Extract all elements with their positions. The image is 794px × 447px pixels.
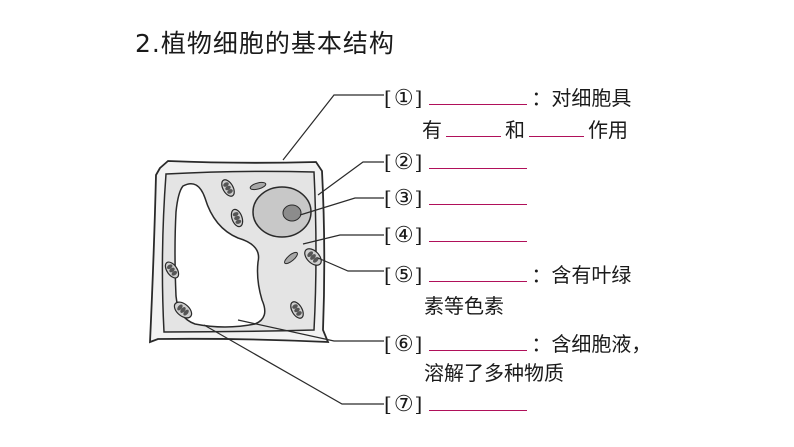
bracket-close: ] bbox=[414, 392, 424, 416]
label-3: [③] bbox=[384, 186, 528, 211]
answer-blank[interactable] bbox=[429, 349, 528, 351]
answer-blank[interactable] bbox=[429, 409, 528, 411]
bracket-close: ] bbox=[414, 263, 424, 287]
text-zuoyong: 作用 bbox=[588, 118, 628, 142]
label-number: ⑥ bbox=[393, 332, 414, 357]
chloroplast bbox=[290, 301, 304, 319]
label-1: [①] ：对细胞具 bbox=[384, 82, 631, 111]
label-5: [⑤] ：含有叶绿 bbox=[384, 259, 631, 288]
text-he: 和 bbox=[505, 118, 525, 142]
bracket-open: [ bbox=[384, 86, 393, 110]
bracket-open: [ bbox=[384, 150, 393, 174]
label-2: [②] bbox=[384, 150, 528, 175]
label-description: ：含有叶绿 bbox=[531, 263, 632, 287]
label-number: ① bbox=[393, 86, 414, 111]
page-title: 2.植物细胞的基本结构 bbox=[135, 29, 395, 58]
label-description: ：对细胞具 bbox=[531, 86, 632, 110]
answer-blank[interactable] bbox=[446, 135, 501, 137]
leader-line-5 bbox=[317, 257, 384, 272]
label-number: ③ bbox=[393, 186, 414, 211]
answer-blank[interactable] bbox=[429, 167, 528, 169]
leader-line-7 bbox=[203, 324, 384, 405]
bracket-close: ] bbox=[414, 332, 424, 356]
label-number: ⑦ bbox=[393, 392, 414, 417]
answer-blank[interactable] bbox=[429, 203, 528, 205]
bracket-open: [ bbox=[384, 332, 393, 356]
text-you: 有 bbox=[422, 118, 442, 142]
mitochondrion bbox=[284, 251, 298, 265]
answer-blank[interactable] bbox=[429, 280, 528, 282]
bracket-close: ] bbox=[414, 186, 424, 210]
label-6-line-2: 溶解了多种物质 bbox=[424, 361, 564, 385]
answer-blank[interactable] bbox=[429, 240, 528, 242]
nucleolus bbox=[282, 204, 302, 222]
bracket-open: [ bbox=[384, 263, 393, 287]
leader-line-2 bbox=[317, 161, 384, 196]
vacuole bbox=[174, 183, 266, 328]
mitochondrion bbox=[249, 181, 267, 191]
answer-blank[interactable] bbox=[429, 103, 528, 105]
label-number: ⑤ bbox=[393, 263, 414, 288]
label-6: [⑥] ：含细胞液， bbox=[384, 328, 651, 357]
label-number: ④ bbox=[393, 223, 414, 248]
answer-blank[interactable] bbox=[529, 135, 584, 137]
leader-line-1 bbox=[282, 94, 384, 161]
leader-lines bbox=[203, 94, 384, 405]
label-description: ：含细胞液， bbox=[531, 332, 652, 356]
label-5-line-2: 素等色素 bbox=[424, 294, 504, 318]
label-4: [④] bbox=[384, 223, 528, 248]
bracket-close: ] bbox=[414, 223, 424, 247]
label-7: [⑦] bbox=[384, 392, 528, 417]
bracket-open: [ bbox=[384, 223, 393, 247]
leader-line-4 bbox=[302, 234, 384, 245]
bracket-close: ] bbox=[414, 150, 424, 174]
chloroplast bbox=[230, 208, 244, 228]
bracket-open: [ bbox=[384, 392, 393, 416]
label-1-line-2: 有 和 作用 bbox=[422, 114, 628, 143]
chloroplast bbox=[164, 261, 180, 279]
bracket-close: ] bbox=[414, 86, 424, 110]
bracket-open: [ bbox=[384, 186, 393, 210]
label-number: ② bbox=[393, 150, 414, 175]
leader-line-6 bbox=[237, 319, 384, 342]
leader-line-3 bbox=[299, 197, 384, 216]
nucleus bbox=[252, 186, 312, 238]
chloroplast bbox=[173, 301, 193, 319]
chloroplast bbox=[221, 179, 235, 197]
